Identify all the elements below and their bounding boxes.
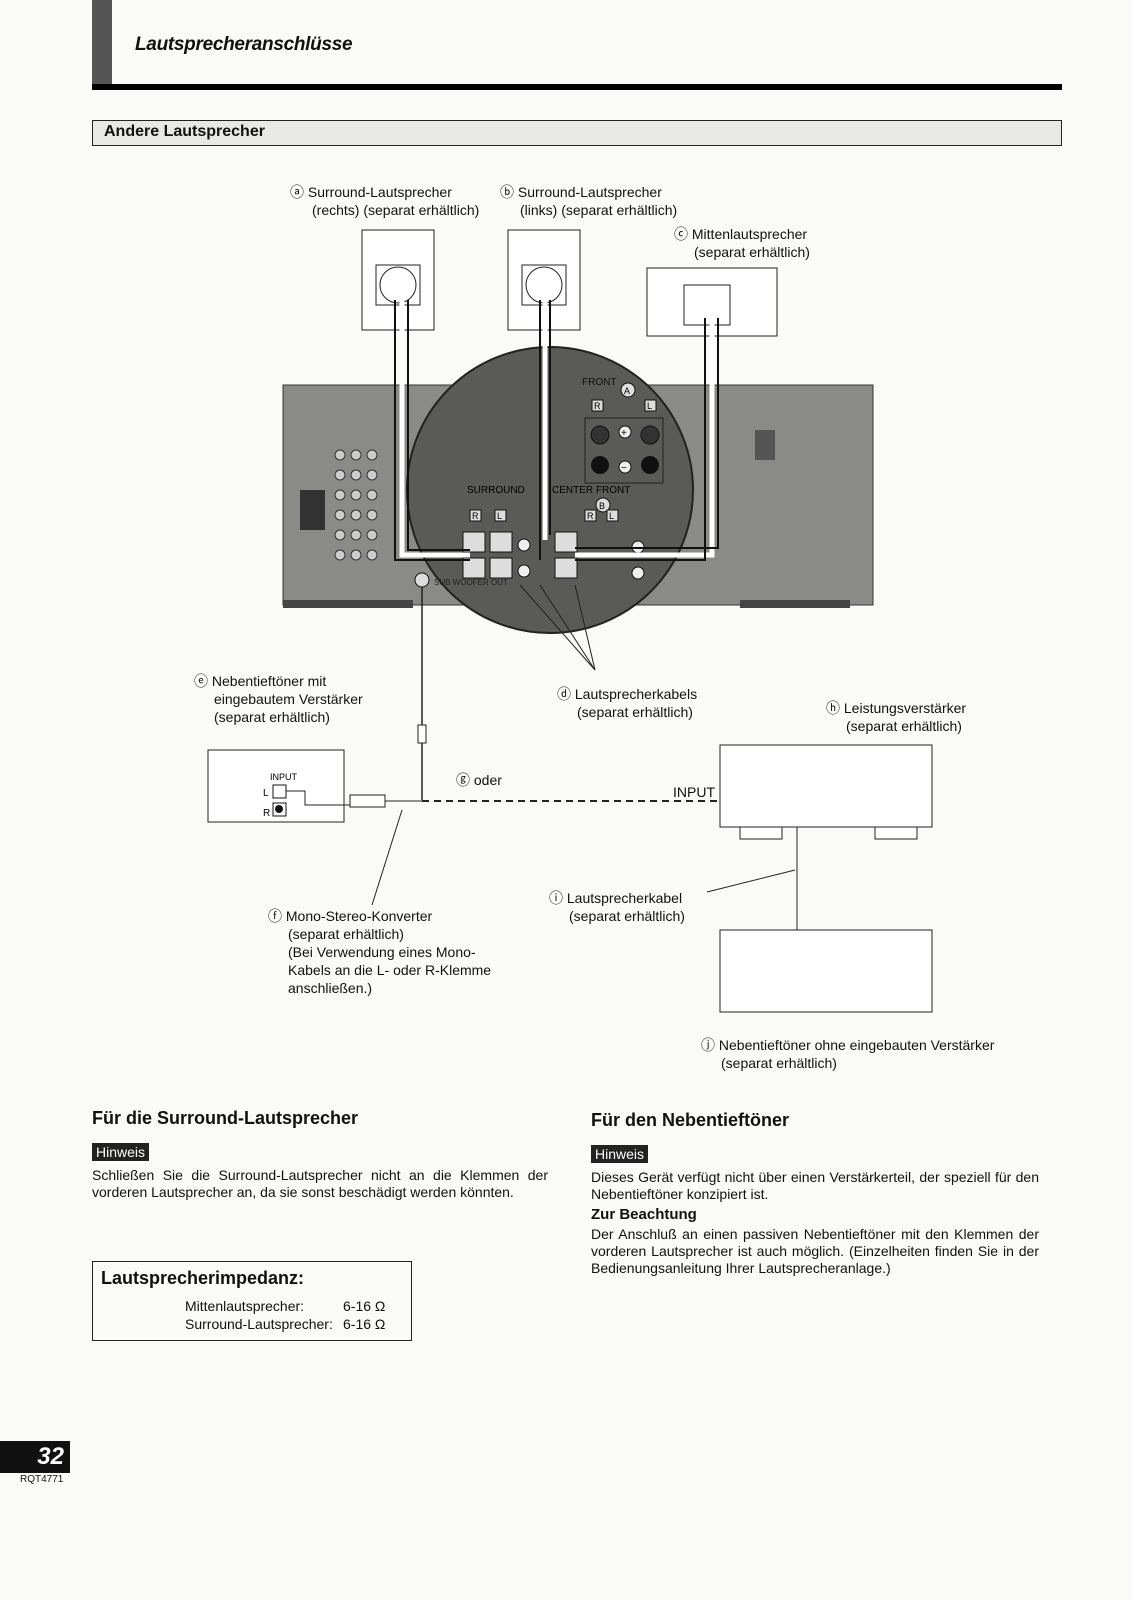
- label-f-sub2: (Bei Verwendung eines Mono-: [288, 944, 476, 960]
- power-amplifier: [719, 744, 933, 828]
- label-b: ⓑ Surround-Lautsprecher: [500, 184, 662, 200]
- note-badge-right: Hinweis: [591, 1145, 649, 1164]
- subwoofer-note: Dieses Gerät verfügt nicht über einen Ve…: [591, 1169, 1039, 1202]
- label-h-sub: (separat erhältlich): [846, 718, 962, 734]
- header-block: [92, 0, 112, 88]
- label-c: ⓒ Mittenlautsprecher: [674, 226, 808, 242]
- surround-note: Schließen Sie die Surround-Lautsprecher …: [92, 1167, 548, 1200]
- label-b-sub: (links) (separat erhältlich): [520, 202, 678, 218]
- svg-text:R: R: [594, 401, 601, 411]
- label-a: ⓐ Surround-Lautsprecher: [290, 184, 452, 200]
- label-d-sub: (separat erhältlich): [577, 704, 693, 720]
- impedance-box: Lautsprecherimpedanz: Mittenlautsprecher…: [92, 1261, 412, 1341]
- caution-title: Zur Beachtung: [591, 1206, 697, 1223]
- impedance-title: Lautsprecherimpedanz:: [101, 1268, 305, 1288]
- svg-text:−: −: [621, 463, 627, 474]
- impedance-row1-label: Mittenlautsprecher:: [185, 1298, 305, 1314]
- label-f-sub3: Kabels an die L- oder R-Klemme: [288, 962, 492, 978]
- surround-heading: Für die Surround-Lautsprecher: [92, 1108, 359, 1128]
- label-i: ⓘ Lautsprecherkabel: [549, 890, 683, 906]
- svg-text:CENTER FRONT: CENTER FRONT: [552, 485, 630, 496]
- impedance-row1-value: 6-16 Ω: [343, 1298, 386, 1314]
- label-e-sub2: (separat erhältlich): [214, 709, 330, 725]
- svg-text:R: R: [587, 511, 594, 521]
- label-c-sub: (separat erhältlich): [694, 244, 810, 260]
- svg-text:L: L: [263, 788, 269, 799]
- connection-diagram: FRONT A R L + − SURROUND CENTER FRONT B …: [207, 229, 933, 1013]
- label-f: ⓕ Mono-Stereo-Konverter: [268, 908, 433, 924]
- svg-text:FRONT: FRONT: [582, 377, 616, 388]
- page-title: Lautsprecheranschlüsse: [135, 34, 353, 55]
- label-e: ⓔ Nebentieftöner mit: [194, 673, 327, 689]
- section-title: Andere Lautsprecher: [104, 123, 265, 140]
- label-input: INPUT: [673, 784, 715, 800]
- note-badge-left: Hinweis: [92, 1143, 150, 1162]
- svg-text:R: R: [263, 808, 270, 819]
- document-code: RQT4771: [20, 1474, 64, 1485]
- svg-text:L: L: [609, 511, 614, 521]
- label-g: ⓖ oder: [456, 772, 502, 788]
- label-f-sub: (separat erhältlich): [288, 926, 404, 942]
- label-e-sub: eingebautem Verstärker: [214, 691, 363, 707]
- label-f-sub4: anschließen.): [288, 980, 373, 996]
- label-a-sub: (rechts) (separat erhältlich): [312, 202, 480, 218]
- section-title-box: [92, 120, 1062, 146]
- label-d: ⓓ Lautsprecherkabels: [557, 686, 698, 702]
- label-i-sub: (separat erhältlich): [569, 908, 685, 924]
- label-j: ⓙ Nebentieftöner ohne eingebauten Verstä…: [701, 1037, 995, 1053]
- svg-text:+: +: [621, 428, 627, 439]
- svg-text:R: R: [472, 511, 479, 521]
- passive-subwoofer: [719, 929, 933, 1013]
- svg-text:SURROUND: SURROUND: [467, 485, 525, 496]
- subwoofer-heading: Für den Nebentieftöner: [591, 1110, 790, 1130]
- svg-text:L: L: [647, 401, 652, 411]
- impedance-row2-value: 6-16 Ω: [343, 1316, 386, 1332]
- svg-text:SUB WOOFER OUT: SUB WOOFER OUT: [434, 578, 508, 587]
- svg-text:INPUT: INPUT: [270, 772, 298, 782]
- impedance-row2-label: Surround-Lautsprecher:: [185, 1316, 333, 1332]
- svg-text:A: A: [624, 386, 630, 396]
- label-j-sub: (separat erhältlich): [721, 1055, 837, 1071]
- svg-text:B: B: [599, 501, 605, 511]
- svg-text:L: L: [497, 511, 502, 521]
- header-rule: [92, 84, 1062, 90]
- caution-text: Der Anschluß an einen passiven Nebentief…: [591, 1226, 1039, 1276]
- page-number: 32: [0, 1441, 70, 1473]
- label-h: ⓗ Leistungsverstärker: [826, 700, 967, 716]
